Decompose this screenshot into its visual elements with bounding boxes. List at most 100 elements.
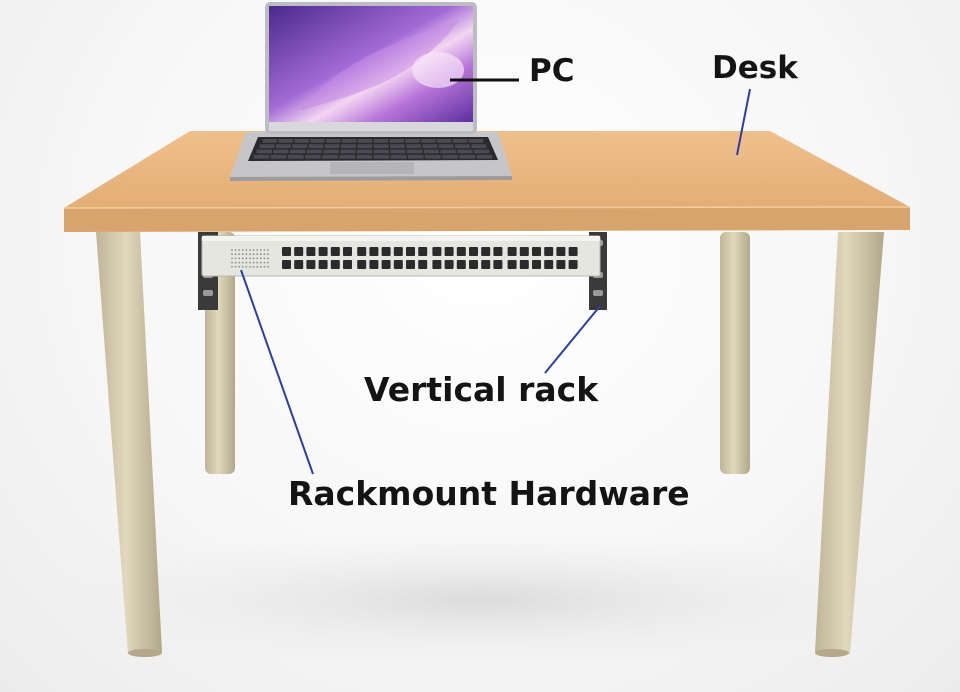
vent-hole — [234, 257, 237, 260]
panel-port — [556, 260, 566, 269]
front-right-leg-foot — [815, 649, 849, 657]
laptop-base-edge — [230, 176, 512, 181]
vent-hole — [231, 253, 233, 256]
vent-hole — [249, 249, 251, 251]
vent-hole — [263, 261, 266, 264]
panel-port — [306, 260, 316, 269]
keyboard-key — [405, 139, 420, 143]
vent-hole — [252, 253, 255, 256]
front-right-leg — [815, 232, 884, 654]
rackmount-hardware-label: Rackmount Hardware — [288, 474, 690, 513]
keyboard-key — [390, 154, 407, 159]
floor-shadow — [50, 530, 910, 670]
panel-port — [330, 247, 340, 256]
keyboard-key — [425, 154, 441, 159]
keyboard-key — [423, 149, 439, 154]
keyboard-key — [452, 139, 468, 143]
panel-port — [406, 260, 415, 269]
vent-hole — [256, 257, 259, 260]
vent-hole — [241, 253, 244, 256]
keyboard-key — [373, 149, 389, 154]
panel-port — [294, 260, 304, 269]
keyboard-key — [294, 139, 309, 143]
keyboard-key — [356, 154, 373, 159]
panel-port — [294, 247, 304, 256]
keyboard-key — [407, 149, 423, 154]
vent-hole — [238, 253, 241, 256]
panel-port — [568, 247, 578, 256]
panel-port — [493, 247, 503, 256]
keyboard-key — [390, 149, 406, 154]
keyboard-key — [341, 144, 356, 149]
panel-port — [469, 260, 478, 269]
panel-port — [406, 247, 415, 256]
keyboard-key — [473, 149, 490, 154]
panel-port — [444, 260, 454, 269]
vent-hole — [241, 249, 244, 251]
desk-label: Desk — [712, 50, 798, 86]
keyboard-key — [324, 144, 340, 149]
keyboard-key — [459, 154, 475, 159]
keyboard-key — [308, 144, 324, 149]
vent-hole — [259, 257, 262, 260]
vent-hole — [259, 249, 262, 251]
vent-hole — [267, 249, 269, 251]
vent-hole — [259, 265, 262, 268]
vent-hole — [249, 257, 251, 260]
keyboard-key — [440, 149, 456, 154]
keyboard-key — [438, 144, 454, 149]
keyboard-key — [273, 149, 289, 154]
panel-port — [393, 260, 403, 269]
panel-port — [306, 247, 316, 256]
vent-hole — [252, 261, 255, 264]
keyboard-key — [468, 139, 484, 143]
keyboard-key — [476, 154, 493, 159]
vent-hole — [259, 253, 262, 256]
keyboard-key — [437, 139, 452, 143]
keyboard-key — [256, 149, 272, 154]
panel-port — [432, 260, 442, 269]
keyboard-key — [421, 139, 436, 143]
pc-label: PC — [529, 53, 575, 89]
panel-port — [357, 260, 367, 269]
vent-hole — [245, 257, 248, 260]
desk-edge-highlight — [63, 206, 911, 209]
keyboard-key — [275, 144, 291, 149]
vent-hole — [267, 261, 269, 264]
keyboard-key — [305, 154, 321, 159]
vent-hole — [252, 249, 255, 251]
desk-pointer-line — [736, 88, 751, 156]
keyboard-key — [442, 154, 458, 159]
panel-vent-grid — [231, 249, 269, 268]
keyboard-key — [471, 144, 487, 149]
vent-hole — [238, 265, 241, 268]
vent-hole — [245, 265, 248, 268]
desk-top-edge — [64, 207, 910, 232]
vent-hole — [263, 253, 266, 256]
vent-hole — [234, 265, 237, 268]
panel-port — [381, 247, 391, 256]
keyboard-key — [292, 144, 308, 149]
panel-port — [532, 247, 541, 256]
vent-hole — [234, 249, 237, 251]
vertical-rack-pointer-line — [544, 305, 601, 374]
back-right-leg — [720, 232, 750, 474]
keyboard-key — [455, 144, 470, 149]
panel-port — [519, 260, 529, 269]
keyboard-key — [262, 139, 278, 143]
panel-port — [369, 247, 379, 256]
vent-hole — [252, 265, 255, 268]
vertical-rack-label: Vertical rack — [364, 370, 599, 409]
panel-port — [507, 247, 517, 256]
panel-port — [456, 260, 466, 269]
panel-port — [318, 260, 328, 269]
vent-hole — [249, 261, 251, 264]
vent-hole — [245, 249, 248, 251]
panel-port — [381, 260, 391, 269]
vent-hole — [231, 261, 233, 264]
panel-port — [456, 247, 466, 256]
vent-hole — [241, 257, 244, 260]
vent-hole — [249, 253, 251, 256]
vent-hole — [231, 249, 233, 251]
